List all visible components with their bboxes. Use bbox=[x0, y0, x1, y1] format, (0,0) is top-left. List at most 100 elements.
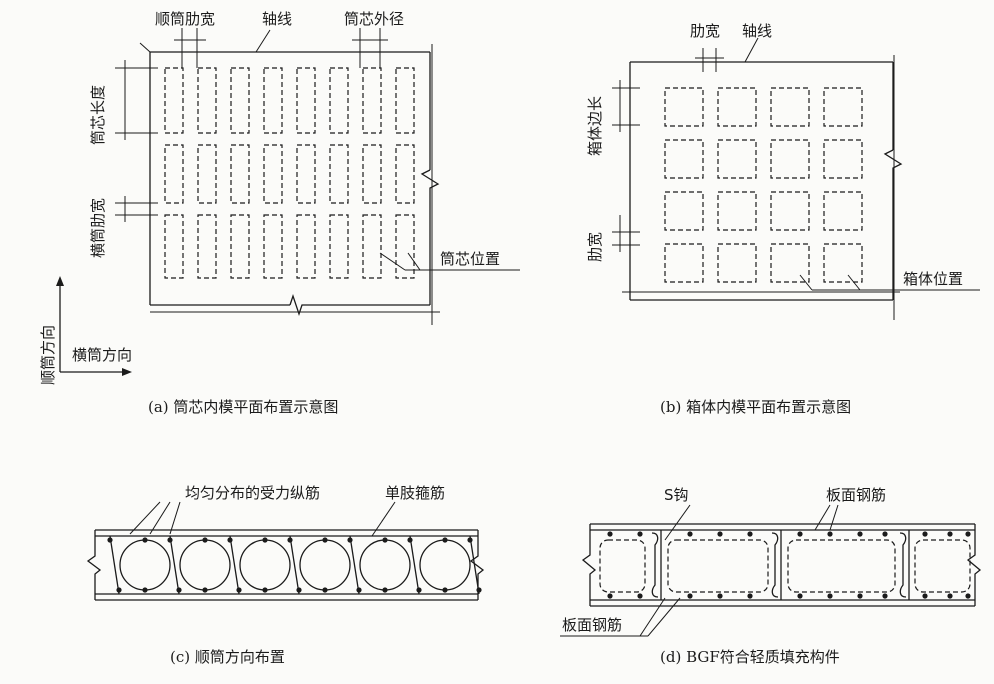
panel-d-top-bar bbox=[687, 531, 693, 537]
panel-c-top-bar bbox=[107, 537, 113, 543]
panel-b-box-grid bbox=[664, 87, 863, 283]
panel-b-axis-leader bbox=[744, 37, 759, 63]
panel-c-bottom-bar bbox=[262, 587, 268, 593]
panel-c-top-bar bbox=[202, 537, 208, 543]
panel-a-tube-core bbox=[197, 67, 217, 134]
panel-a-tube-core bbox=[296, 214, 316, 279]
panel-b-box bbox=[823, 87, 863, 127]
panel-d-bottom-bar bbox=[947, 593, 953, 599]
panel-a-tube-core bbox=[263, 144, 283, 204]
panel-d-bottom-bar bbox=[607, 593, 613, 599]
panel-a-tube-core bbox=[329, 214, 349, 279]
panel-c-tube bbox=[239, 539, 291, 591]
panel-d-top-bar bbox=[922, 531, 928, 537]
panel-a-tube-core bbox=[164, 144, 184, 204]
panel-c-stirrup bbox=[109, 535, 120, 595]
panel-d-bottom-bar bbox=[637, 593, 643, 599]
panel-d-top-bar bbox=[827, 531, 833, 537]
panel-c-stirrup bbox=[289, 535, 300, 595]
panel-a-label-core-length: 筒芯长度 bbox=[89, 85, 107, 145]
panel-a-tube-core bbox=[230, 214, 250, 279]
panel-a-arrow-right-head bbox=[122, 368, 132, 376]
panel-c-bottom-bar bbox=[176, 587, 182, 593]
panel-c-bottom-bar bbox=[442, 587, 448, 593]
panel-c-top-bar bbox=[227, 537, 233, 543]
panel-a-tube-core bbox=[296, 144, 316, 204]
panel-d-top-bar bbox=[947, 531, 953, 537]
panel-c-top-bar bbox=[142, 537, 148, 543]
panel-c-bottom-bar bbox=[116, 587, 122, 593]
panel-b-box bbox=[664, 191, 704, 231]
panel-a-tube-core bbox=[230, 67, 250, 134]
panel-d-top-bar-leader-1 bbox=[814, 504, 831, 531]
panel-c-bottom-bar bbox=[142, 587, 148, 593]
panel-a-label-rib-width: 顺筒肋宽 bbox=[155, 10, 215, 28]
panel-b-box bbox=[770, 87, 810, 127]
panel-a-caption: (a) 筒芯内模平面布置示意图 bbox=[148, 398, 338, 416]
panel-b-box-leader-2 bbox=[847, 274, 861, 291]
panel-b-box bbox=[664, 139, 704, 179]
panel-c-top-bar bbox=[262, 537, 268, 543]
panel-c-top-bar bbox=[407, 537, 413, 543]
panel-a-tube-core bbox=[296, 67, 316, 134]
panel-c-top-bar bbox=[347, 537, 353, 543]
panel-a-label-axis: 轴线 bbox=[262, 10, 292, 28]
panel-c-stirrup-leader bbox=[371, 501, 396, 537]
panel-a-tube-core bbox=[197, 144, 217, 204]
panel-c-bottom-bar bbox=[416, 587, 422, 593]
panel-a-tube-core bbox=[164, 214, 184, 279]
panel-b-box bbox=[717, 191, 757, 231]
panel-b-label-rib-width: 肋宽 bbox=[690, 22, 720, 40]
panel-d-filler-box bbox=[599, 539, 646, 593]
panel-a-label-core-position: 筒芯位置 bbox=[440, 250, 500, 268]
panel-b-box-layout: 肋宽 轴线 箱体边长 肋宽 箱体位置 (b) 箱体内模平面布置示意图 bbox=[586, 22, 980, 416]
panel-c-longitudinal-section: 均匀分布的受力纵筋 单肢箍筋 (c) 顺筒方向布置 bbox=[86, 484, 485, 666]
panel-b-label-axis: 轴线 bbox=[742, 22, 772, 40]
panel-c-top-bar bbox=[287, 537, 293, 543]
panel-d-label-top-bars: 板面钢筋 bbox=[826, 486, 886, 504]
panel-c-tube bbox=[179, 539, 231, 591]
panel-d-top-bar-leader-2 bbox=[829, 504, 839, 531]
panel-d-bottom-bar bbox=[882, 593, 888, 599]
panel-c-bottom-bar bbox=[356, 587, 362, 593]
panel-a-tube-core bbox=[329, 67, 349, 134]
panel-c-stirrup bbox=[409, 535, 420, 595]
panel-d-top-bar bbox=[797, 531, 803, 537]
panel-a-arrow-up-head bbox=[56, 276, 64, 286]
panel-c-bottom-bar bbox=[382, 587, 388, 593]
panel-c-bottom-bar bbox=[296, 587, 302, 593]
panel-c-bar-leader-3 bbox=[169, 501, 181, 535]
panel-a-tube-core bbox=[230, 144, 250, 204]
panel-c-stirrup bbox=[229, 535, 240, 595]
panel-d-bottom-bar bbox=[747, 593, 753, 599]
panel-b-label-box-position: 箱体位置 bbox=[903, 270, 963, 288]
panel-d-label-bottom-bars: 板面钢筋 bbox=[562, 616, 622, 634]
panel-a-tube-core bbox=[362, 214, 382, 279]
panel-d-top-bar bbox=[857, 531, 863, 537]
panel-a-tube-core bbox=[263, 214, 283, 279]
panel-c-tube bbox=[119, 539, 171, 591]
panel-a-tube-core bbox=[263, 67, 283, 134]
panel-c-label-single-stirrup: 单肢箍筋 bbox=[385, 484, 445, 502]
panel-c-top-bar bbox=[467, 537, 473, 543]
panel-b-box bbox=[823, 243, 863, 283]
panel-c-bottom-bar bbox=[236, 587, 242, 593]
panel-c-bar-leader-2 bbox=[149, 501, 171, 535]
panel-c-bottom-bar bbox=[476, 587, 482, 593]
panel-d-top-bar bbox=[882, 531, 888, 537]
panel-b-label-box-side: 箱体边长 bbox=[586, 96, 604, 156]
panel-d-filler-box bbox=[914, 539, 971, 593]
panel-b-box bbox=[770, 139, 810, 179]
panel-c-stirrup bbox=[169, 535, 180, 595]
panel-b-box bbox=[823, 139, 863, 179]
panel-d-s-hook bbox=[899, 532, 907, 598]
panel-a-tube-core bbox=[395, 144, 415, 204]
panel-a-tube-core bbox=[395, 67, 415, 134]
panel-a-core-leader-2 bbox=[407, 252, 421, 271]
panel-a-tube-core-layout: 顺筒肋宽 轴线 筒芯外径 筒芯长度 横筒肋宽 筒芯位置 顺筒方向 横筒方向 (a… bbox=[39, 10, 520, 416]
panel-a-label-cross-tube: 横筒方向 bbox=[72, 346, 132, 364]
panel-c-bottom-bar bbox=[202, 587, 208, 593]
panel-d-s-hook bbox=[771, 532, 779, 598]
panel-c-bottom-bar bbox=[322, 587, 328, 593]
